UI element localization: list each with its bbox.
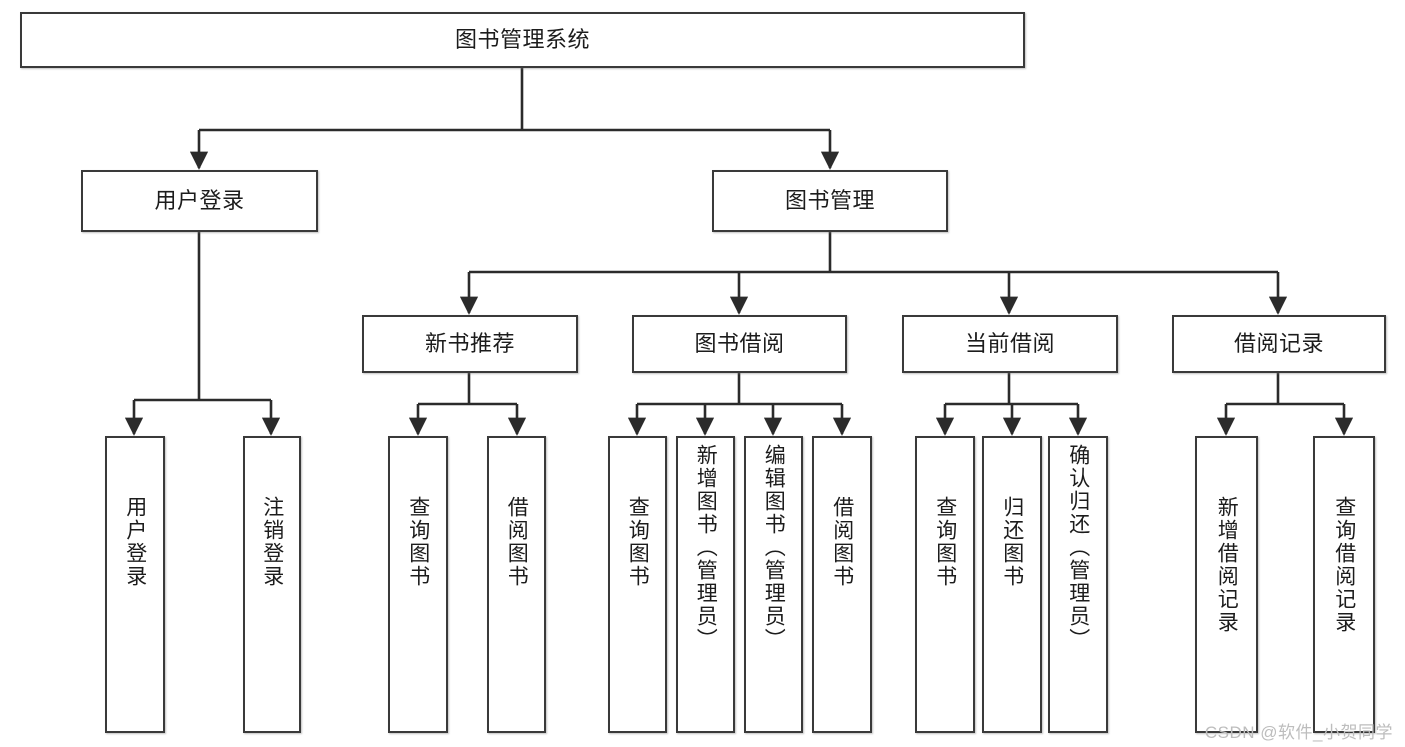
node-leaf-add-book-admin[interactable]: 新增图书（管理员）: [676, 436, 735, 733]
node-leaf-user-logout[interactable]: 注销登录: [243, 436, 301, 733]
node-leaf-borrow-book-1-label: 借阅图书: [505, 496, 529, 588]
node-leaf-query-book-3-label: 查询图书: [933, 496, 957, 588]
node-leaf-confirm-return-admin[interactable]: 确认归还（管理员）: [1048, 436, 1108, 733]
node-current-borrow[interactable]: 当前借阅: [902, 315, 1118, 373]
node-leaf-query-book-1-label: 查询图书: [406, 496, 430, 588]
node-leaf-query-book-3[interactable]: 查询图书: [915, 436, 975, 733]
node-user-login-label: 用户登录: [154, 187, 245, 213]
node-leaf-add-book-admin-label: 新增图书（管理员）: [694, 444, 718, 651]
node-user-login[interactable]: 用户登录: [81, 170, 318, 232]
node-leaf-borrow-book-1[interactable]: 借阅图书: [487, 436, 546, 733]
node-leaf-edit-book-admin-label: 编辑图书（管理员）: [762, 444, 786, 651]
node-leaf-query-borrow-record[interactable]: 查询借阅记录: [1313, 436, 1375, 733]
node-leaf-query-book-2-label: 查询图书: [626, 496, 650, 588]
node-leaf-query-book-2[interactable]: 查询图书: [608, 436, 667, 733]
node-leaf-query-borrow-record-label: 查询借阅记录: [1332, 496, 1356, 634]
node-root[interactable]: 图书管理系统: [20, 12, 1025, 68]
node-leaf-borrow-book-2-label: 借阅图书: [830, 496, 854, 588]
node-leaf-confirm-return-admin-label: 确认归还（管理员）: [1066, 444, 1090, 651]
node-leaf-user-login[interactable]: 用户登录: [105, 436, 165, 733]
node-leaf-user-login-label: 用户登录: [123, 496, 147, 588]
node-borrow-record-label: 借阅记录: [1233, 330, 1324, 356]
node-new-book-recommend-label: 新书推荐: [424, 330, 515, 356]
csdn-watermark: CSDN @软件_小贺同学: [1204, 723, 1393, 742]
node-current-borrow-label: 当前借阅: [964, 330, 1055, 356]
node-leaf-add-borrow-record-label: 新增借阅记录: [1215, 496, 1239, 634]
node-book-borrow[interactable]: 图书借阅: [632, 315, 847, 373]
node-leaf-return-book-label: 归还图书: [1000, 496, 1024, 588]
node-leaf-query-book-1[interactable]: 查询图书: [388, 436, 448, 733]
node-book-manage-label: 图书管理: [784, 187, 875, 213]
node-leaf-add-borrow-record[interactable]: 新增借阅记录: [1195, 436, 1258, 733]
node-borrow-record[interactable]: 借阅记录: [1172, 315, 1386, 373]
node-book-manage[interactable]: 图书管理: [712, 170, 948, 232]
node-leaf-return-book[interactable]: 归还图书: [982, 436, 1042, 733]
node-book-borrow-label: 图书借阅: [694, 330, 785, 356]
node-new-book-recommend[interactable]: 新书推荐: [362, 315, 578, 373]
node-root-label: 图书管理系统: [454, 26, 590, 52]
node-leaf-borrow-book-2[interactable]: 借阅图书: [812, 436, 872, 733]
node-leaf-edit-book-admin[interactable]: 编辑图书（管理员）: [744, 436, 803, 733]
node-leaf-user-logout-label: 注销登录: [260, 496, 284, 588]
